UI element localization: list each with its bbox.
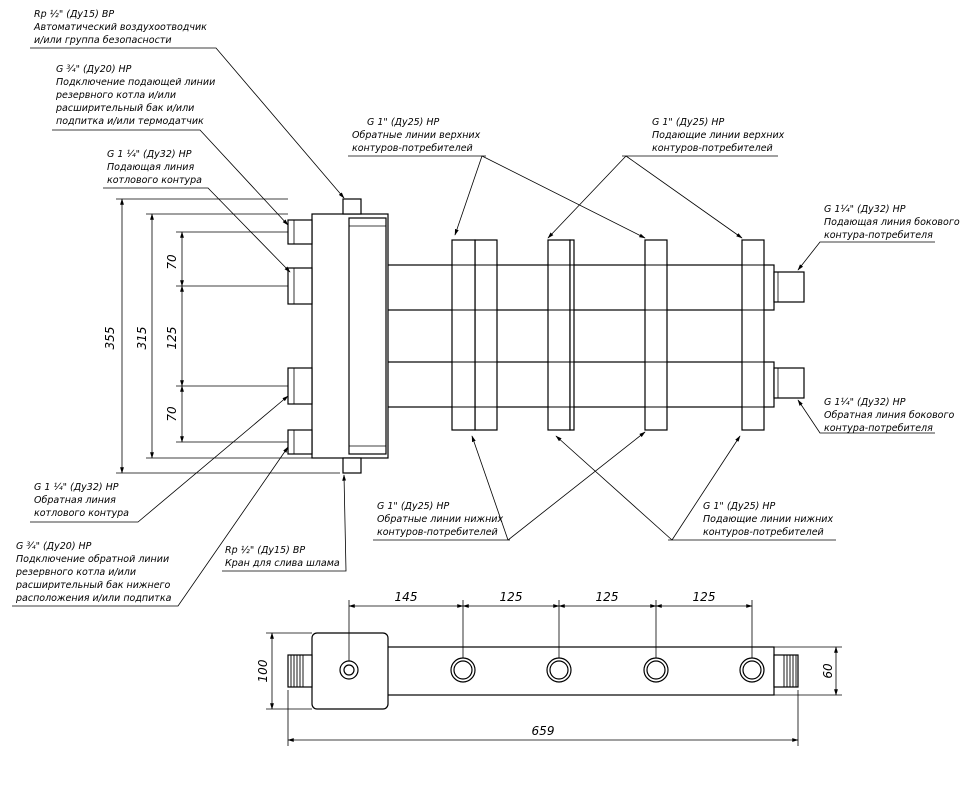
riser-3 [644, 239, 668, 431]
callout-reserve-return-line-1: G ¾" (Ду20) НР [16, 541, 92, 552]
dim-top-125a: 125 [500, 590, 523, 604]
riser-4 [741, 239, 765, 431]
callout-upper-supply: G 1" (Ду25) НР Подающие линии верхних ко… [547, 117, 785, 239]
side-return-nozzle [773, 367, 805, 399]
boiler-supply-nozzle [287, 267, 313, 305]
callout-drain-line-2: Кран для слива шлама [225, 558, 340, 569]
callout-lower-return-line-1: G 1" (Ду25) НР [377, 501, 450, 512]
callout-side-return-line-1: G 1¼" (Ду32) НР [824, 397, 906, 408]
callout-reserve-supply-line-1: G ¾" (Ду20) НР [56, 64, 132, 75]
dim-top-145: 145 [395, 590, 418, 604]
dim-bar-height: 60 [821, 663, 835, 679]
dim-top-125b: 125 [596, 590, 619, 604]
callout-side-supply-line-3: контура-потребителя [824, 230, 933, 241]
callout-drain: Rp ½" (Ду15) ВР Кран для слива шлама [222, 474, 347, 572]
callout-upper-supply-line-1: G 1" (Ду25) НР [652, 117, 725, 128]
air-vent-socket [342, 198, 362, 215]
callout-lower-supply-line-1: G 1" (Ду25) НР [703, 501, 776, 512]
dim-top-125c: 125 [693, 590, 716, 604]
callout-reserve-return-line-3: резервного котла и/или [15, 567, 136, 578]
callout-upper-supply-line-2: Подающие линии верхних [652, 130, 785, 141]
dim-overall-length: 659 [532, 724, 555, 738]
riser-1 [451, 239, 498, 431]
front-view [287, 198, 805, 474]
callout-boiler-return: G 1 ¼" (Ду32) НР Обратная линия котловог… [30, 395, 289, 523]
plan-collector-bar [385, 646, 775, 696]
dim-lower-gap: 70 [165, 406, 179, 422]
callout-air-vent: Rp ½" (Ду15) ВР Автоматический воздухоот… [30, 9, 345, 199]
dim-front-inner: 315 [135, 327, 149, 350]
callout-lower-return: G 1" (Ду25) НР Обратные линии нижних кон… [373, 431, 646, 541]
callout-boiler-supply-line-1: G 1 ¼" (Ду32) НР [107, 149, 192, 160]
upper-collector-bar [385, 264, 775, 311]
callout-reserve-supply: G ¾" (Ду20) НР Подключение подающей лини… [52, 64, 289, 226]
callout-side-supply-line-1: G 1¼" (Ду32) НР [824, 204, 906, 215]
callout-reserve-supply-line-4: расширительный бак и/или [55, 103, 194, 114]
callout-reserve-supply-line-3: резервного котла и/или [55, 90, 176, 101]
side-supply-nozzle [773, 271, 805, 303]
plan-dimensions: 145 125 125 125 659 100 60 [256, 590, 842, 746]
callout-reserve-return-line-4: расширительный бак нижнего [15, 580, 171, 591]
plan-right-nozzle [773, 654, 799, 688]
callout-reserve-return-line-2: Подключение обратной линии [16, 554, 169, 565]
dim-middle-gap: 125 [165, 327, 179, 350]
callout-lower-supply-line-2: Подающие линии нижних [703, 514, 833, 525]
reserve-supply-nozzle [287, 219, 313, 245]
callout-upper-return: G 1" (Ду25) НР Обратные линии верхних ко… [348, 117, 646, 239]
callout-reserve-supply-line-2: Подключение подающей линии [56, 77, 215, 88]
callout-reserve-return: G ¾" (Ду20) НР Подключение обратной лини… [12, 446, 289, 607]
dim-upper-gap: 70 [165, 254, 179, 270]
callout-side-return: G 1¼" (Ду32) НР Обратная линия бокового … [797, 397, 954, 434]
dim-plan-height: 100 [256, 659, 270, 682]
callout-reserve-return-line-5: расположения и/или подпитка [15, 593, 172, 604]
callout-air-vent-line-1: Rp ½" (Ду15) ВР [34, 9, 114, 20]
callout-upper-supply-line-3: контуров-потребителей [652, 143, 773, 154]
plan-view [287, 632, 799, 710]
separator-inner [348, 217, 387, 455]
callout-boiler-return-line-1: G 1 ¼" (Ду32) НР [34, 482, 119, 493]
callout-lower-supply-line-3: контуров-потребителей [703, 527, 824, 538]
callout-boiler-return-line-2: Обратная линия [34, 495, 116, 506]
callout-side-supply: G 1¼" (Ду32) НР Подающая линия бокового … [797, 204, 960, 271]
callout-lower-return-line-3: контуров-потребителей [377, 527, 498, 538]
drain-socket [342, 457, 362, 474]
callout-air-vent-line-2: Автоматический воздухоотводчик [33, 22, 207, 33]
callout-air-vent-line-3: и/или группа безопасности [34, 35, 172, 46]
callout-upper-return-line-3: контуров-потребителей [352, 143, 473, 154]
lower-collector-bar [385, 361, 775, 408]
callout-side-return-line-2: Обратная линия бокового [824, 410, 954, 421]
callout-side-supply-line-2: Подающая линия бокового [824, 217, 960, 228]
callout-lower-supply: G 1" (Ду25) НР Подающие линии нижних кон… [555, 435, 836, 541]
front-dimensions: 355 315 70 125 70 [103, 198, 340, 474]
callout-upper-return-line-2: Обратные линии верхних [352, 130, 481, 141]
callout-boiler-return-line-3: котлового контура [34, 508, 129, 519]
riser-2 [547, 239, 575, 431]
reserve-return-nozzle [287, 429, 313, 455]
callout-boiler-supply-line-3: котлового контура [107, 175, 202, 186]
callout-upper-return-line-1: G 1" (Ду25) НР [367, 117, 440, 128]
callout-lower-return-line-2: Обратные линии нижних [377, 514, 503, 525]
callout-side-return-line-3: контура-потребителя [824, 423, 933, 434]
callout-boiler-supply: G 1 ¼" (Ду32) НР Подающая линия котловог… [103, 149, 291, 273]
callouts: Rp ½" (Ду15) ВР Автоматический воздухоот… [12, 9, 960, 607]
callout-reserve-supply-line-5: подпитка и/или термодатчик [56, 116, 204, 127]
boiler-return-nozzle [287, 367, 313, 405]
dim-front-height: 355 [103, 327, 117, 350]
callout-drain-line-1: Rp ½" (Ду15) ВР [225, 545, 305, 556]
callout-boiler-supply-line-2: Подающая линия [107, 162, 194, 173]
